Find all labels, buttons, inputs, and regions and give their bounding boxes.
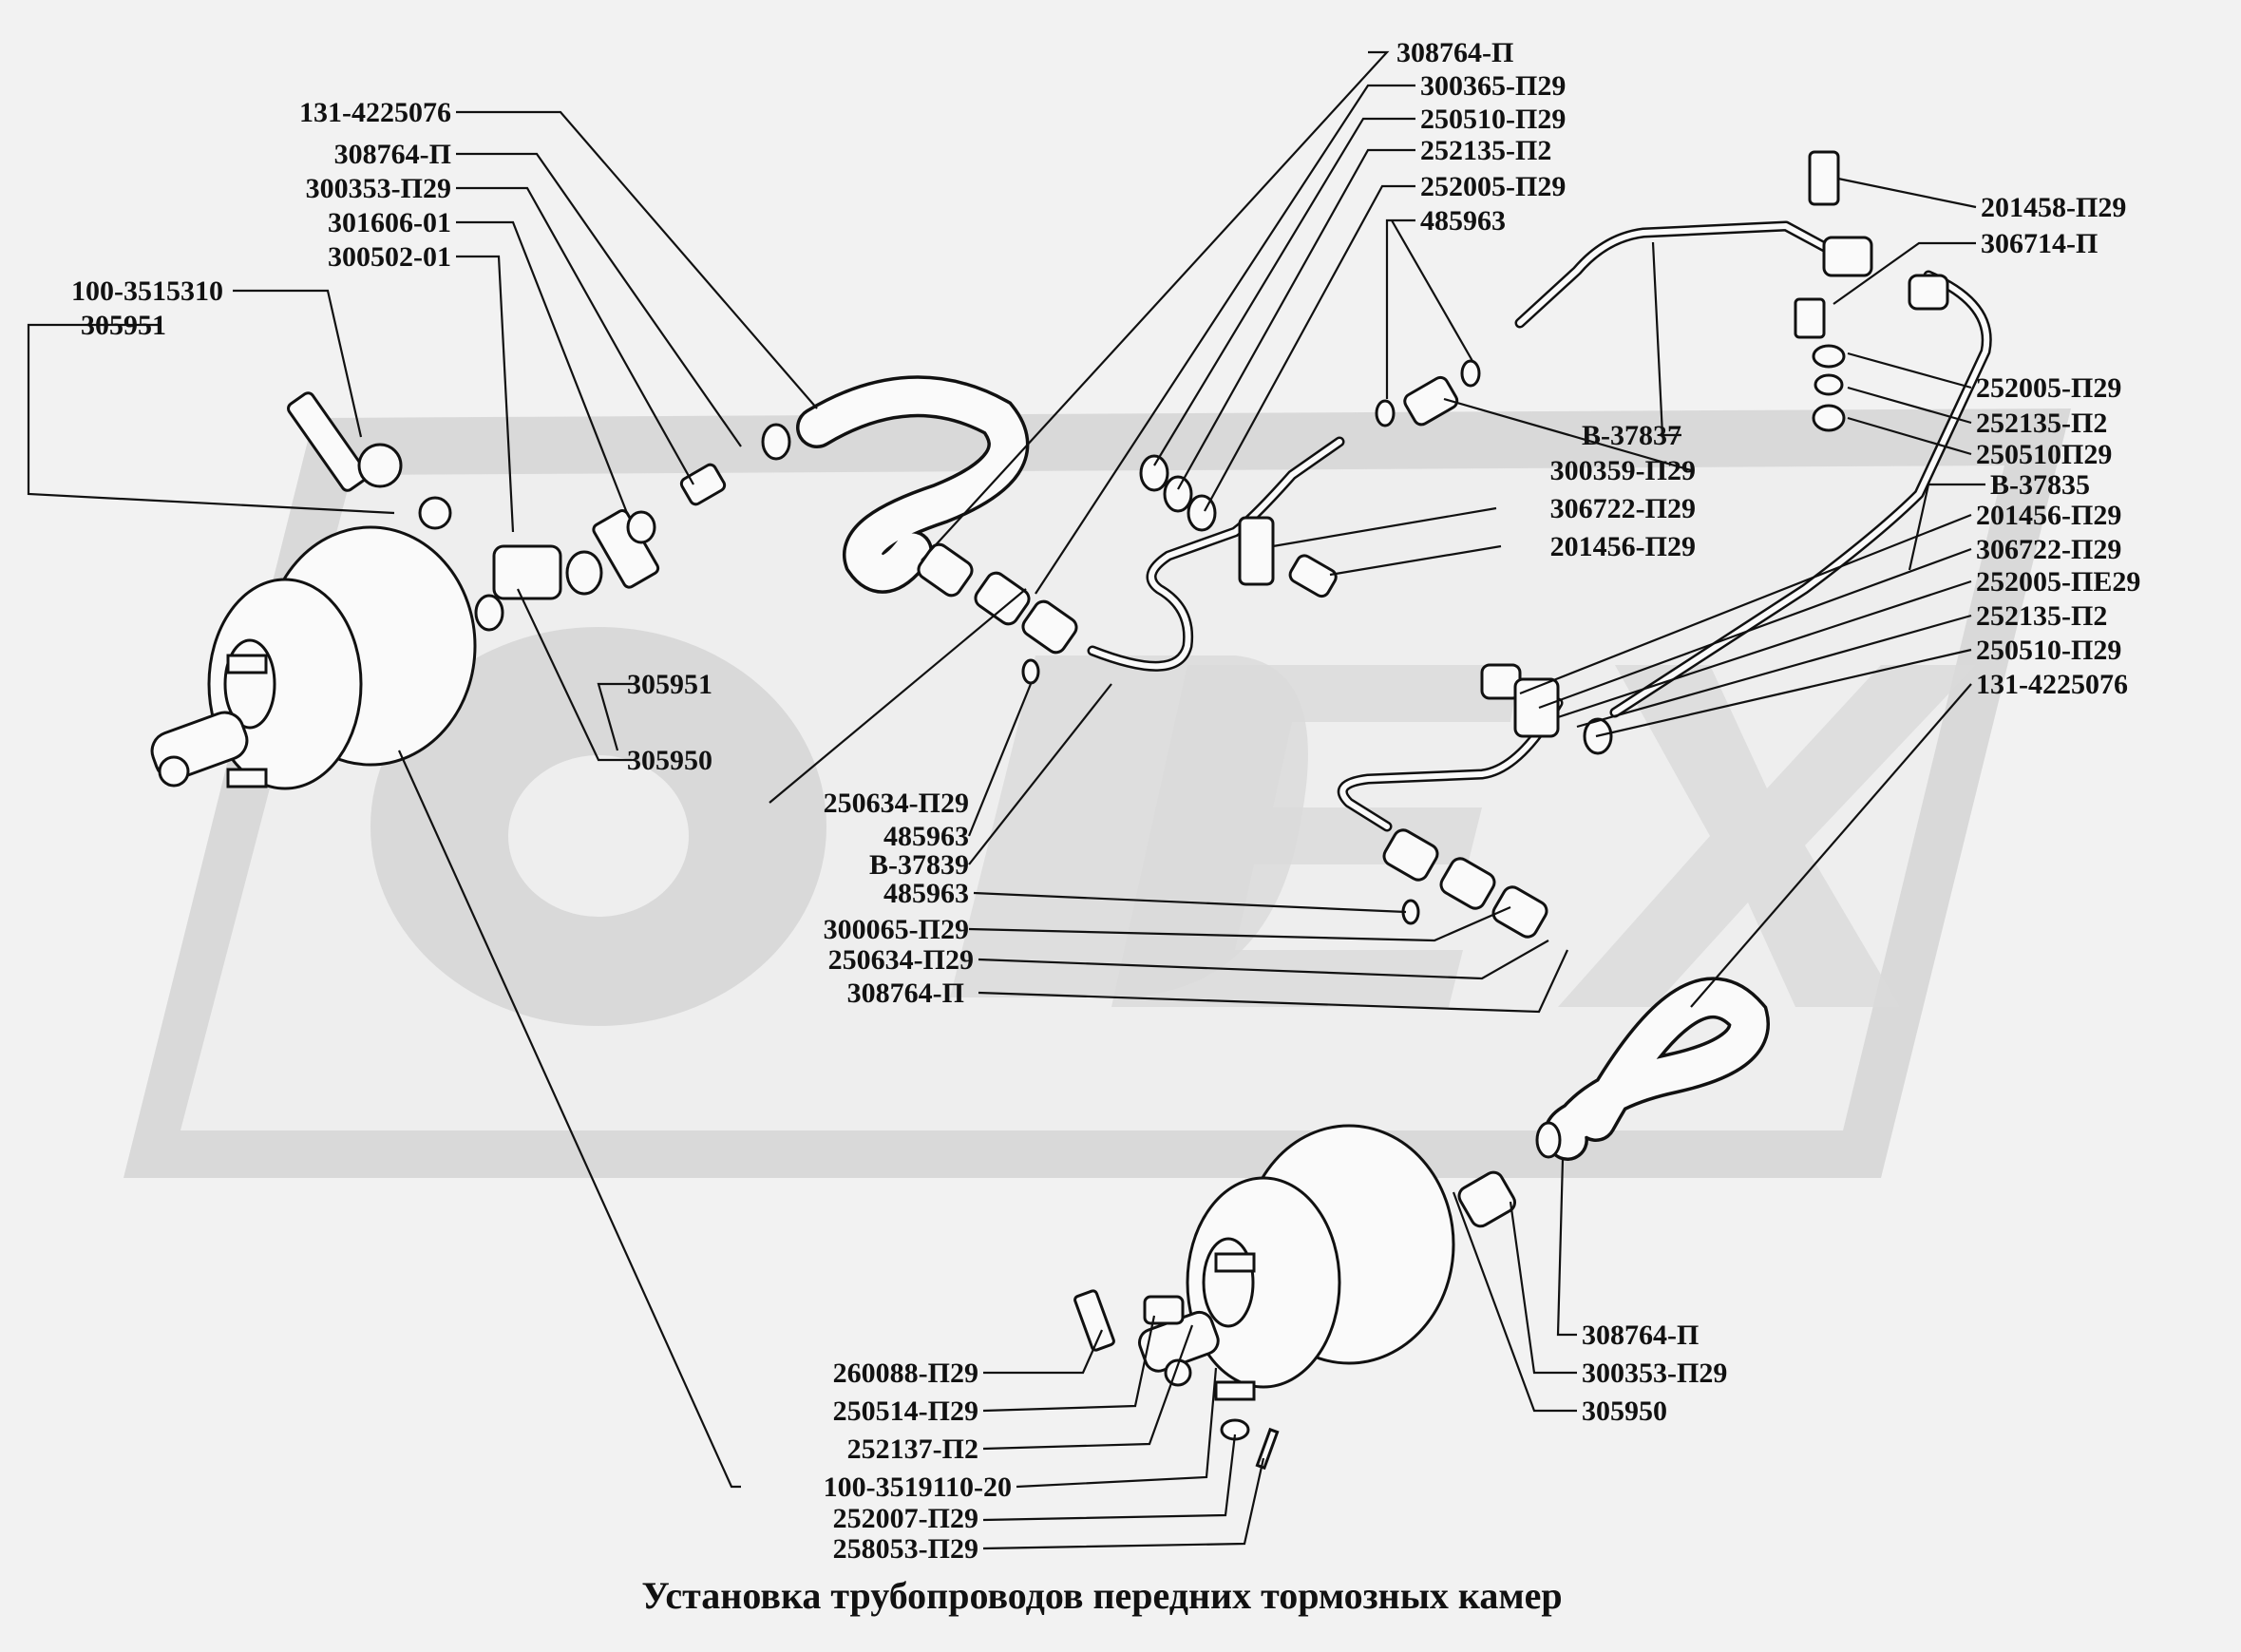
label-top-left-6: 100-3515310	[71, 275, 223, 307]
label-top-center-5: 252005-П29	[1420, 171, 1566, 202]
label-bottom-left-3: 252137-П2	[847, 1434, 978, 1465]
label-center-mid-6: 485963	[883, 878, 969, 909]
label-right-10: 252135-П2	[1976, 600, 2107, 632]
hose-left	[796, 375, 1030, 594]
label-center-right-2: 300359-П29	[1550, 455, 1696, 486]
label-center-mid-9: 308764-П	[847, 978, 964, 1009]
label-center-mid-8: 250634-П29	[828, 944, 974, 976]
label-top-center-4: 252135-П2	[1420, 135, 1551, 166]
label-bottom-right-1: 308764-П	[1582, 1320, 1699, 1351]
leader-lines	[27, 50, 1985, 1550]
label-center-mid-7: 300065-П29	[824, 914, 969, 945]
label-right-3: 252005-П29	[1976, 372, 2121, 404]
label-top-left-3: 300353-П29	[306, 173, 451, 204]
label-top-left-4: 301606-01	[328, 207, 451, 238]
label-right-9: 252005-ПЕ29	[1976, 566, 2140, 598]
label-bottom-left-2: 250514-П29	[833, 1396, 978, 1427]
label-bottom-left-6: 258053-П29	[833, 1533, 978, 1565]
fittings	[287, 150, 1949, 1471]
hose-right	[1543, 977, 1770, 1161]
label-bottom-right-3: 305950	[1582, 1396, 1667, 1427]
label-center-right-3: 306722-П29	[1550, 493, 1696, 524]
label-right-4: 252135-П2	[1976, 408, 2107, 439]
label-right-6: В-37835	[1990, 469, 2090, 501]
label-right-12: 131-4225076	[1976, 669, 2128, 700]
brake-chamber-right	[1138, 1124, 1455, 1401]
label-top-left-2: 308764-П	[334, 139, 451, 170]
label-center-mid-2: 305950	[627, 745, 712, 776]
label-center-mid-4: 485963	[883, 821, 969, 852]
label-center-mid-3: 250634-П29	[824, 788, 969, 819]
label-center-right-1: В-37837	[1582, 420, 1681, 451]
label-top-center-3: 250510-П29	[1420, 104, 1566, 135]
brake-chamber-left	[150, 525, 477, 790]
label-center-mid-1: 305951	[627, 669, 712, 700]
label-top-center-2: 300365-П29	[1420, 70, 1566, 102]
label-bottom-left-5: 252007-П29	[833, 1503, 978, 1534]
label-bottom-left-4: 100-3519110-20	[824, 1472, 1012, 1503]
label-bottom-left-1: 260088-П29	[833, 1358, 978, 1389]
label-bottom-right-2: 300353-П29	[1582, 1358, 1727, 1389]
label-top-left-5: 300502-01	[328, 241, 451, 273]
diagram-caption: Установка трубопроводов передних тормозн…	[641, 1574, 1562, 1617]
watermark-logo	[123, 408, 2071, 1178]
label-right-7: 201456-П29	[1976, 500, 2121, 531]
label-top-left-1: 131-4225076	[299, 97, 451, 128]
label-top-center-1: 308764-П	[1396, 37, 1513, 68]
label-right-2: 306714-П	[1981, 228, 2098, 259]
label-right-11: 250510-П29	[1976, 635, 2121, 666]
label-center-mid-5: В-37839	[869, 849, 969, 881]
label-top-left-7: 305951	[81, 310, 166, 341]
part-labels: 131-4225076 308764-П 300353-П29 301606-0…	[71, 37, 2140, 1565]
label-center-right-4: 201456-П29	[1550, 531, 1696, 562]
label-right-8: 306722-П29	[1976, 534, 2121, 565]
label-right-5: 250510П29	[1976, 439, 2112, 470]
label-right-1: 201458-П29	[1981, 192, 2126, 223]
label-top-center-6: 485963	[1420, 205, 1506, 237]
